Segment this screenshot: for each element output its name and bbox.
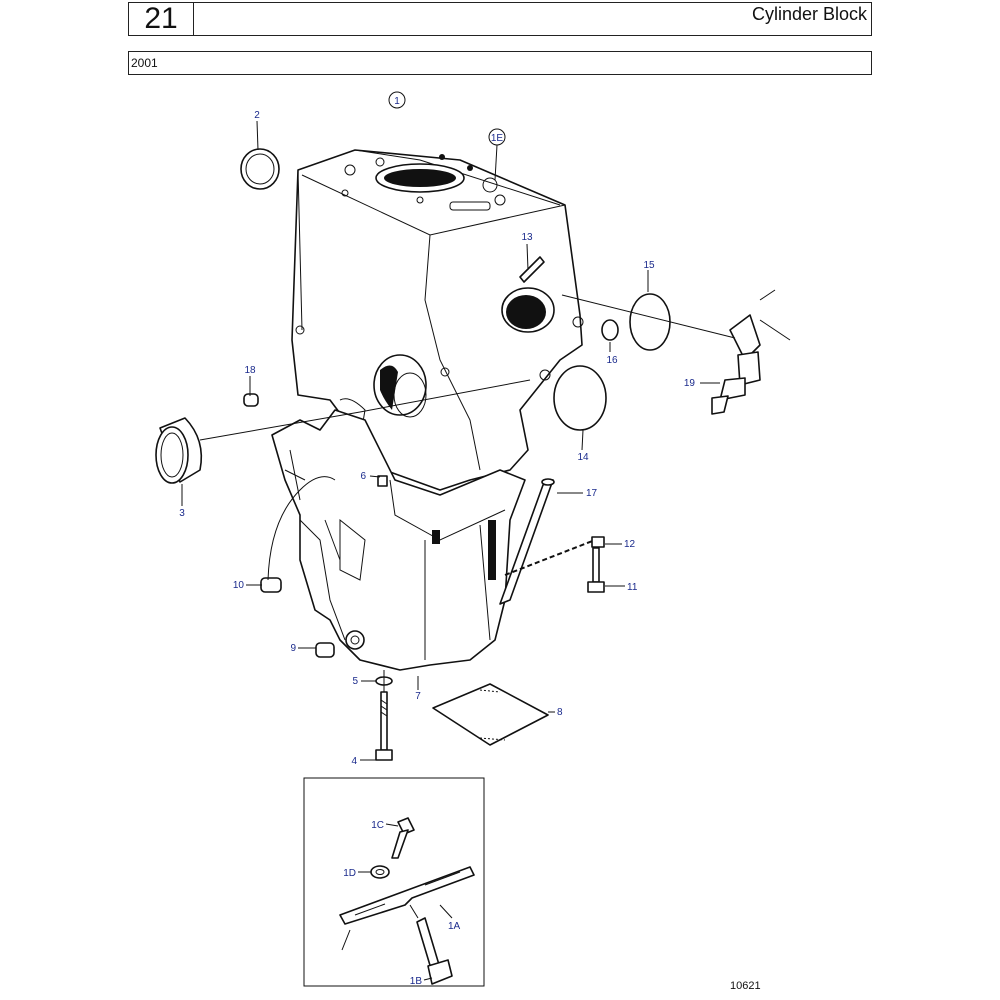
callout-1D[interactable]: 1D <box>343 868 356 879</box>
callout-circle-1 <box>388 91 406 109</box>
pin-6 <box>377 475 388 487</box>
nut-12 <box>591 536 605 548</box>
callout-circle-1E <box>488 128 506 146</box>
bolt-4 <box>375 691 393 761</box>
callout-1B[interactable]: 1B <box>410 976 423 987</box>
callout-17[interactable]: 17 <box>586 488 598 499</box>
gasket-8 <box>432 683 549 746</box>
o-ring-15 <box>629 293 671 351</box>
callout-18[interactable]: 18 <box>244 365 256 376</box>
callout-12[interactable]: 12 <box>624 539 636 550</box>
callout-1C[interactable]: 1C <box>371 820 384 831</box>
callout-8[interactable]: 8 <box>557 707 563 718</box>
callout-9[interactable]: 9 <box>290 643 296 654</box>
sensor-19 <box>711 289 791 415</box>
bolt-11 <box>587 547 605 593</box>
inset-box <box>303 777 485 987</box>
cylinder-block <box>291 149 584 491</box>
bearing-sleeve-3 <box>155 417 203 484</box>
section-title: Cylinder Block <box>751 4 867 24</box>
figure-reference-number: 10621 <box>730 980 761 992</box>
plug-10 <box>260 577 282 593</box>
callout-14[interactable]: 14 <box>577 452 589 463</box>
callout-6[interactable]: 6 <box>360 471 366 482</box>
callout-5[interactable]: 5 <box>352 676 358 687</box>
section-number: 21 <box>129 3 194 35</box>
callout-1[interactable]: 1 <box>394 96 400 107</box>
callout-2[interactable]: 2 <box>254 110 260 121</box>
callout-16[interactable]: 16 <box>606 355 618 366</box>
callout-1A[interactable]: 1A <box>448 921 461 932</box>
callout-1E[interactable]: 1E <box>491 133 504 144</box>
inset-parts <box>339 817 475 985</box>
stud-13 <box>519 256 545 283</box>
callout-11[interactable]: 11 <box>627 582 638 593</box>
seal-ring-2 <box>240 148 280 190</box>
oil-sump <box>271 409 526 671</box>
section-header: 21 Cylinder Block <box>128 2 872 36</box>
callout-4[interactable]: 4 <box>351 756 357 767</box>
callout-3[interactable]: 3 <box>179 508 185 519</box>
callout-19[interactable]: 19 <box>684 378 696 389</box>
o-ring-14 <box>553 365 607 431</box>
leader-lines <box>181 120 736 761</box>
callout-10[interactable]: 10 <box>233 580 245 591</box>
plug-9 <box>315 642 335 658</box>
callout-15[interactable]: 15 <box>643 260 655 271</box>
plug-18 <box>243 393 259 407</box>
seal-16 <box>601 319 619 341</box>
dipstick-tube <box>499 478 555 605</box>
model-year-bar: 2001 <box>128 51 872 75</box>
callout-7[interactable]: 7 <box>415 691 421 702</box>
callout-13[interactable]: 13 <box>521 232 533 243</box>
